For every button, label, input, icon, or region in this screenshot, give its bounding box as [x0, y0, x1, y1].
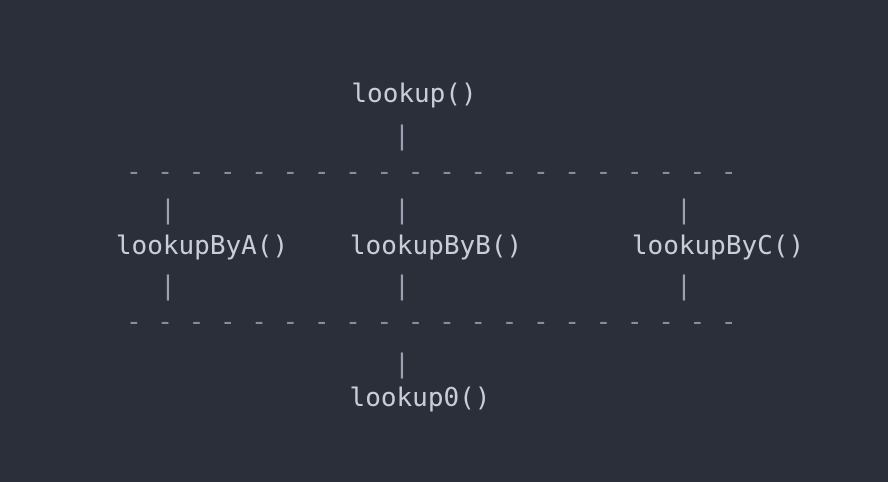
- connector-branch-a-lower: |: [160, 271, 176, 301]
- connector-branch-c-upper: |: [676, 195, 692, 225]
- node-lookup0: lookup0(): [349, 383, 491, 413]
- node-lookup-by-b: lookupByB(): [349, 231, 523, 261]
- node-lookup-by-c: lookupByC(): [631, 231, 805, 261]
- connector-branch-a-upper: |: [160, 195, 176, 225]
- node-lookup-by-a: lookupByA(): [115, 231, 289, 261]
- connector-branch-b-upper: |: [394, 195, 410, 225]
- connector-separator-to-leaf: |: [394, 349, 410, 379]
- connector-branch-b-lower: |: [394, 271, 410, 301]
- connector-root-to-separator: |: [394, 121, 410, 151]
- node-lookup: lookup(): [351, 79, 477, 109]
- connector-branch-c-lower: |: [676, 271, 692, 301]
- separator-bottom: - - - - - - - - - - - - - - - - - - - - …: [126, 309, 737, 335]
- separator-top: - - - - - - - - - - - - - - - - - - - - …: [126, 159, 737, 185]
